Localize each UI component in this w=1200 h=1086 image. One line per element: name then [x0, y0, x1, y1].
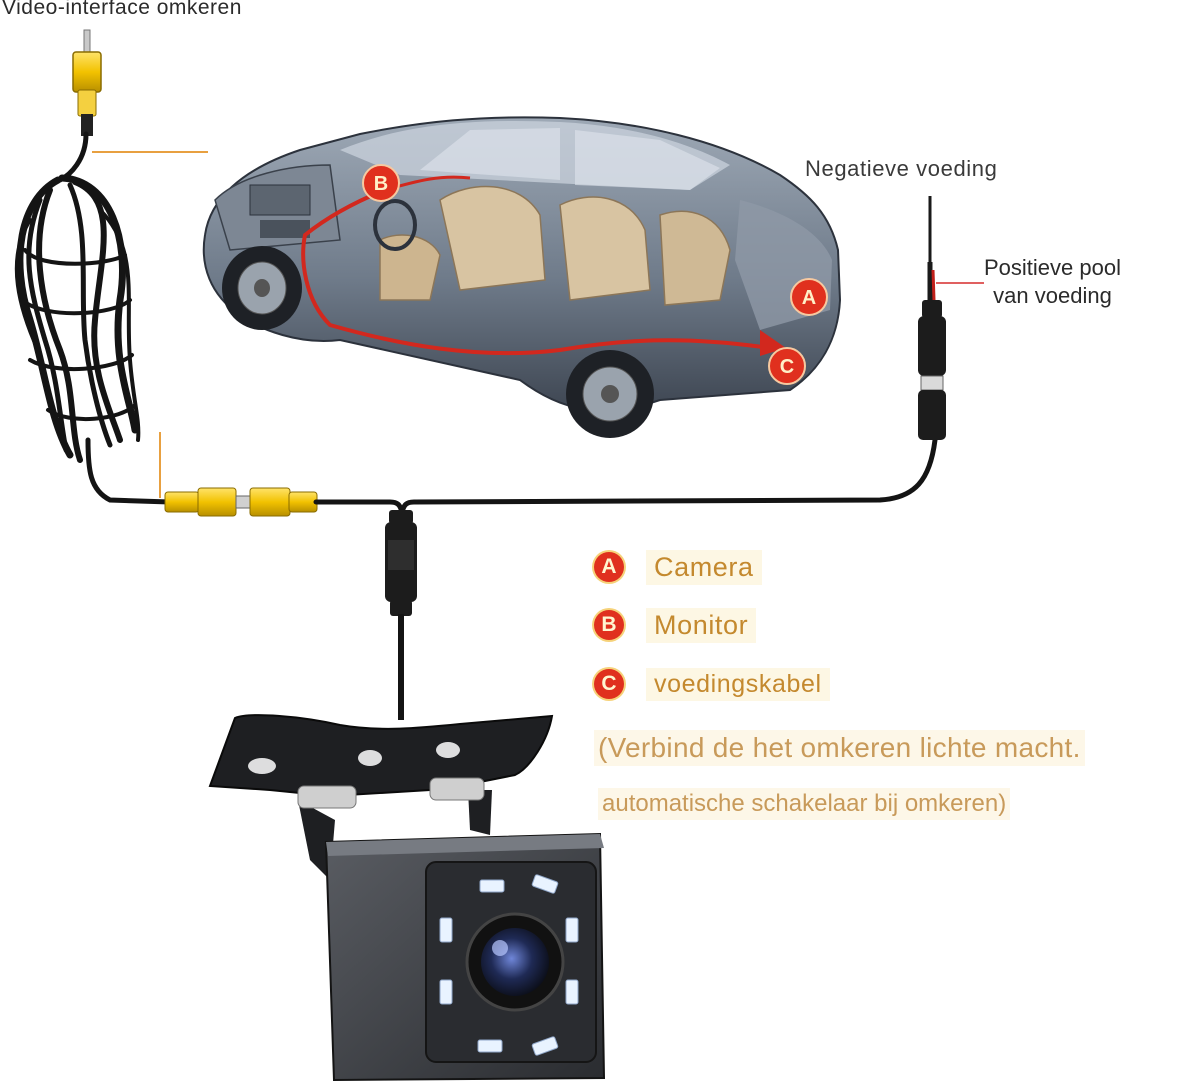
legend-item-camera: A Camera [594, 547, 762, 587]
legend-badge-a: A [594, 552, 624, 582]
positive-power-label: Positieve pool van voeding [984, 254, 1121, 310]
car-marker-c: C [768, 347, 806, 385]
legend-item-power-cable: C voedingskabel [594, 664, 830, 704]
positive-power-label-line1: Positieve pool [984, 255, 1121, 280]
rca-connector-icon [164, 487, 318, 517]
power-wire-icon [918, 196, 946, 440]
legend-badge-b: B [594, 610, 624, 640]
positive-power-label-line2: van voeding [993, 283, 1112, 308]
car-marker-a: A [790, 278, 828, 316]
legend-item-monitor: B Monitor [594, 605, 757, 645]
junction-sleeve-icon [385, 510, 417, 616]
car-cutaway-icon [202, 116, 842, 438]
car-marker-b-label: B [374, 173, 388, 195]
main-cable [313, 437, 938, 522]
coiled-cable-icon [14, 131, 173, 505]
legend-text-monitor: Monitor [646, 607, 757, 643]
video-interface-label: Video-interface omkeren [2, 0, 242, 19]
negative-power-label: Negatieve voeding [805, 156, 998, 181]
legend-badge-c: C [594, 669, 624, 699]
legend-text-camera: Camera [646, 549, 762, 585]
car-marker-c-label: C [780, 356, 794, 378]
car-marker-b: B [362, 164, 400, 202]
note-line-1: (Verbind de het omkeren lichte macht. [594, 730, 1085, 766]
car-marker-a-label: A [802, 287, 816, 309]
legend-text-power-cable: voedingskabel [646, 667, 830, 701]
rca-plug-icon [72, 29, 102, 136]
note-line-2: automatische schakelaar bij omkeren) [598, 788, 1011, 820]
rear-camera-icon [208, 714, 606, 1082]
